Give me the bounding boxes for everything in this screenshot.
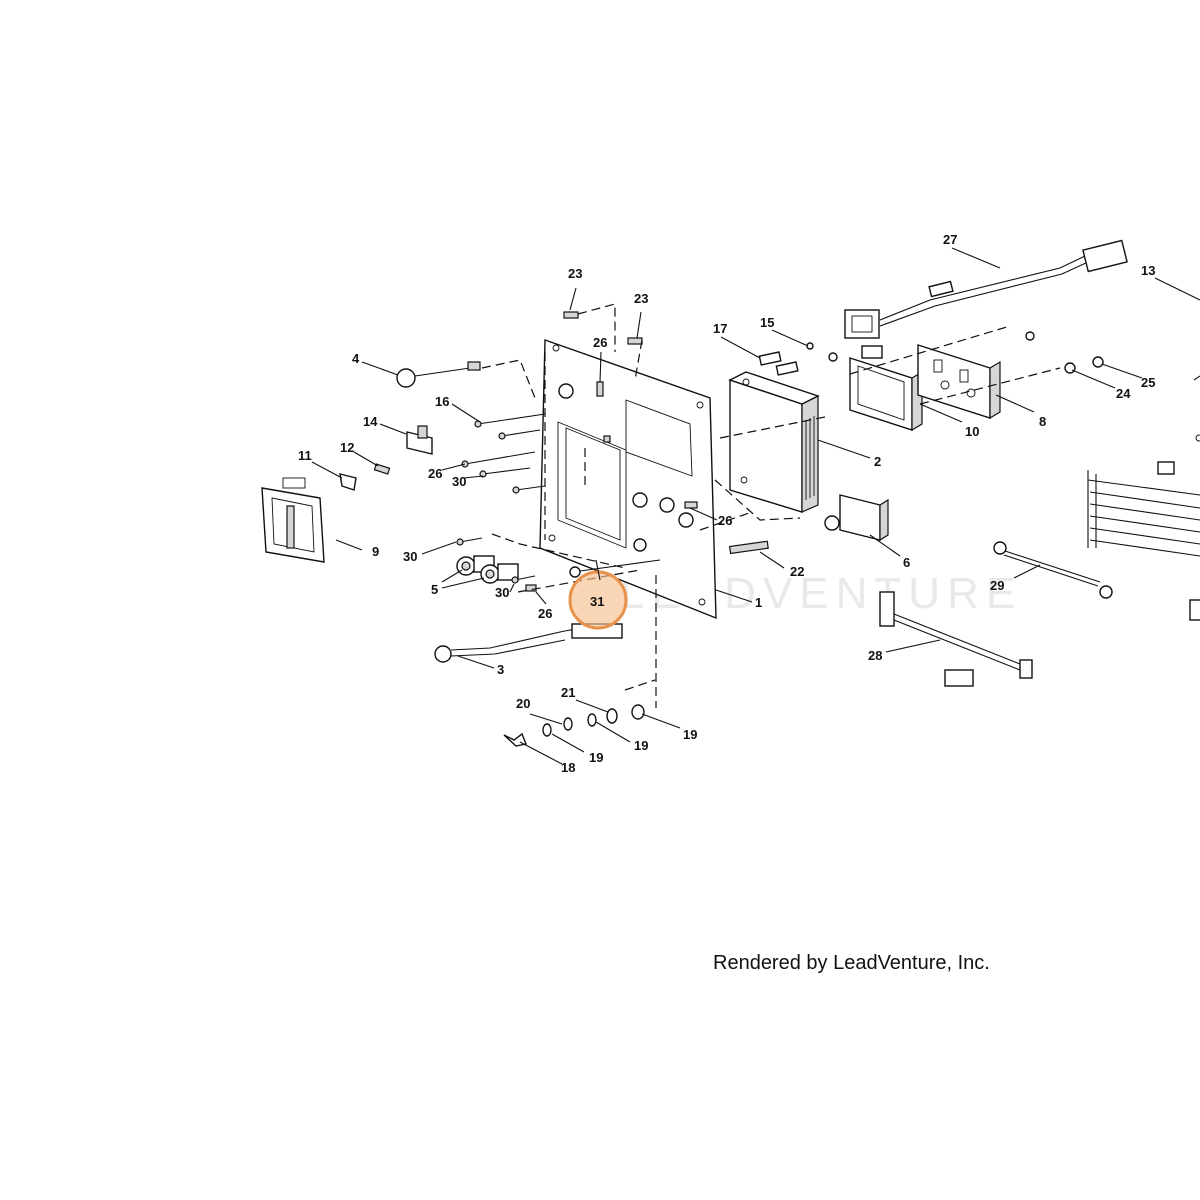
callout-19-b: 19 xyxy=(634,738,648,753)
callout-8: 8 xyxy=(1039,414,1046,429)
lock-washer-20[interactable] xyxy=(563,717,573,731)
part-5-binding-posts[interactable] xyxy=(456,555,519,584)
callout-30-c: 30 xyxy=(495,585,509,600)
part-29-ground-cable[interactable] xyxy=(993,541,1113,599)
bolt-16[interactable] xyxy=(474,413,546,428)
callout-4: 4 xyxy=(352,351,360,366)
callout-labels: 4 16 14 11 12 26 30 9 30 5 30 26 3 23 23… xyxy=(298,232,1155,775)
screw-26-lower[interactable] xyxy=(525,584,537,592)
screw-26-upper[interactable] xyxy=(461,429,541,468)
callout-9: 9 xyxy=(372,544,379,559)
leader-31 xyxy=(595,559,601,581)
part-11-clip[interactable] xyxy=(339,473,357,491)
callout-14: 14 xyxy=(363,414,378,429)
callout-26-d: 26 xyxy=(718,513,732,528)
callout-21: 21 xyxy=(561,685,575,700)
part-3-harness-plug[interactable] xyxy=(434,623,623,663)
part-10-outlet-cover[interactable] xyxy=(849,345,923,432)
callout-27: 27 xyxy=(943,232,957,247)
callout-24: 24 xyxy=(1116,386,1131,401)
callout-23-a: 23 xyxy=(568,266,582,281)
callout-15: 15 xyxy=(760,315,774,330)
callout-26-a: 26 xyxy=(428,466,442,481)
callout-16: 16 xyxy=(435,394,449,409)
callout-22: 22 xyxy=(790,564,804,579)
washer-19-left[interactable] xyxy=(542,723,552,737)
callout-28: 28 xyxy=(868,648,882,663)
part-12-screw[interactable] xyxy=(373,463,391,475)
callout-1: 1 xyxy=(755,595,762,610)
callout-26-c: 26 xyxy=(593,335,607,350)
callout-25: 25 xyxy=(1141,375,1155,390)
nut-21[interactable] xyxy=(606,708,618,724)
callout-29: 29 xyxy=(990,578,1004,593)
part-14-switch[interactable] xyxy=(406,425,433,455)
callout-30-a: 30 xyxy=(452,474,466,489)
part-13-wire-harness[interactable] xyxy=(1087,375,1200,621)
part-27-wire-harness[interactable] xyxy=(844,239,1128,339)
spacers-17[interactable] xyxy=(758,351,799,376)
washer-19-right[interactable] xyxy=(631,704,645,720)
nut-washer-24-25[interactable] xyxy=(1025,331,1104,374)
part-1-mounting-plate[interactable] xyxy=(539,339,717,620)
callout-19-a: 19 xyxy=(589,750,603,765)
screw-30-lower[interactable] xyxy=(456,537,536,584)
ground-wire-31 xyxy=(579,559,661,572)
part-6-circuit-breaker[interactable] xyxy=(824,494,889,542)
bolt-22[interactable] xyxy=(728,540,769,555)
screw-26-right[interactable] xyxy=(684,501,698,509)
leader-lines xyxy=(311,247,1200,765)
part-4-indicator-plug[interactable] xyxy=(396,361,481,388)
callout-31: 31 xyxy=(590,594,604,609)
callout-26-b: 26 xyxy=(538,606,552,621)
callout-3: 3 xyxy=(497,662,504,677)
callout-10: 10 xyxy=(965,424,979,439)
callout-30-b: 30 xyxy=(403,549,417,564)
callout-17: 17 xyxy=(713,321,727,336)
part-9-receptacle-cover[interactable] xyxy=(261,477,325,563)
washer-19-mid[interactable] xyxy=(587,713,597,727)
callout-2: 2 xyxy=(874,454,881,469)
callout-6: 6 xyxy=(903,555,910,570)
callout-18: 18 xyxy=(561,760,575,775)
callout-5: 5 xyxy=(431,582,438,597)
part-28-wire-harness[interactable] xyxy=(879,591,1033,687)
screw-30-upper[interactable] xyxy=(479,467,546,494)
callout-20: 20 xyxy=(516,696,530,711)
wing-nut-18[interactable] xyxy=(503,732,527,747)
nut-15[interactable] xyxy=(806,342,838,362)
part-2-controller-module[interactable] xyxy=(728,371,820,513)
callout-11: 11 xyxy=(298,448,312,463)
callout-19-c: 19 xyxy=(683,727,697,742)
callout-13: 13 xyxy=(1141,263,1155,278)
credit-text: Rendered by LeadVenture, Inc. xyxy=(713,952,990,974)
callout-12: 12 xyxy=(340,440,354,455)
callout-23-b: 23 xyxy=(634,291,648,306)
part-8-outlet[interactable] xyxy=(917,344,1001,420)
